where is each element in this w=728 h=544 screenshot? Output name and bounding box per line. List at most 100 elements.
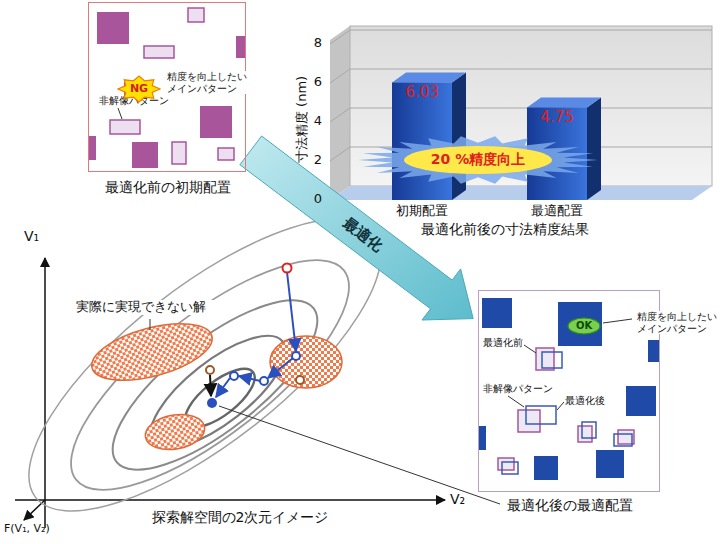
burst-shape	[118, 76, 160, 102]
contour-line	[0, 171, 422, 544]
panel-text: 最適化前の初期配置	[77, 179, 259, 195]
infeasible-point	[206, 366, 214, 374]
main-pattern	[596, 450, 624, 478]
main-pattern	[97, 12, 129, 44]
bar-top	[392, 72, 466, 82]
bar	[392, 82, 452, 200]
panel-text: 最適化後	[565, 395, 615, 407]
ellipse-shape	[568, 318, 600, 334]
grid-line	[330, 147, 350, 161]
main-pattern	[534, 456, 558, 480]
main-pattern	[132, 142, 158, 168]
infeasible-region	[270, 336, 342, 388]
search-point	[260, 377, 268, 385]
search-path	[268, 358, 293, 378]
infeasible-point	[296, 376, 304, 384]
main-pattern	[626, 386, 656, 416]
leader-line	[508, 396, 524, 407]
axis-label: F(V₁, V₂)	[4, 523, 94, 536]
sraf-after	[526, 406, 556, 424]
v2-axis	[15, 499, 445, 501]
panel-text: 精度を向上したい メインパターン	[635, 311, 725, 334]
tick-label: 8	[298, 36, 322, 51]
leader-line	[524, 345, 536, 353]
chart-floor	[330, 186, 712, 200]
bar-side	[587, 97, 601, 200]
category-label: 初期配置	[382, 204, 462, 219]
optimum-point	[207, 398, 217, 408]
chart-side-wall	[330, 26, 350, 200]
ng-burst: NG	[117, 75, 161, 103]
chart-caption: 最適化前後の寸法精度結果	[385, 221, 625, 237]
tick-label: 6	[298, 75, 322, 90]
panel-text: 最適化後の最適配置	[479, 497, 661, 513]
layout-panel: 最適化前精度を向上したい メインパターン非解像パターン最適化後最適化後の最適配置…	[478, 290, 660, 492]
leader-line	[603, 319, 632, 323]
axis-title: 寸法精度 (nm)	[295, 64, 310, 174]
tick-label: 0	[298, 192, 322, 207]
sraf-pattern	[110, 120, 140, 134]
bar-top	[527, 97, 601, 107]
grid-line	[350, 69, 712, 70]
search-point	[292, 352, 300, 360]
axis-label: V₁	[24, 228, 54, 244]
sraf-pattern	[144, 46, 174, 58]
improvement-banner: 20 %精度向上	[403, 151, 553, 167]
search-point	[230, 372, 238, 380]
v1-axis	[44, 258, 46, 528]
main-pattern	[558, 302, 602, 346]
value-label: 6.03	[392, 84, 452, 101]
ok-ellipse: OK	[567, 317, 601, 335]
leader-line	[557, 402, 564, 410]
infeasible-region	[143, 410, 208, 454]
sraf-pattern	[188, 8, 204, 22]
sraf-pattern	[218, 148, 234, 160]
shape-text: OK	[576, 320, 592, 332]
sraf-after	[502, 462, 518, 474]
sraf-before	[498, 458, 514, 470]
region-label: 実際に実現できない解	[74, 300, 232, 315]
shape-text: NG	[130, 83, 148, 96]
grid-line	[330, 30, 350, 44]
plot-caption: 探索解空間の2次元イメージ	[130, 509, 350, 525]
panel-text: 精度を向上したい メインパターン	[165, 71, 253, 94]
burst-banner	[358, 136, 598, 184]
sraf-after	[582, 422, 596, 438]
layout-panel: 精度を向上したい メインパターン非解像パターン最適化前の初期配置NG	[88, 2, 246, 172]
panel-text: 最適化前	[483, 337, 543, 349]
sraf-after	[542, 352, 562, 368]
value-label: 4.75	[527, 109, 587, 126]
leader-line	[219, 406, 500, 504]
grid-line	[350, 30, 712, 31]
sraf-after	[614, 434, 632, 446]
main-pattern	[88, 136, 96, 160]
sraf-before	[578, 426, 592, 442]
leader-line	[150, 319, 151, 330]
correction-arrow	[210, 375, 211, 396]
start-point	[283, 264, 292, 273]
search-path	[239, 376, 260, 381]
main-pattern	[236, 36, 246, 58]
bar-chart	[330, 26, 712, 200]
sraf-before	[518, 410, 540, 432]
leader-line	[118, 108, 122, 119]
search-path	[287, 272, 296, 351]
grid-line	[330, 69, 350, 83]
search-path	[216, 378, 230, 397]
tick-label: 4	[298, 114, 322, 129]
main-pattern	[478, 426, 486, 450]
contour-line	[39, 223, 381, 527]
banner-ellipse	[404, 146, 552, 174]
axis-label: V₂	[450, 491, 480, 507]
infeasible-region	[86, 313, 218, 391]
sraf-pattern	[172, 142, 186, 164]
main-pattern	[200, 106, 232, 138]
tick-label: 2	[298, 153, 322, 168]
category-label: 最適配置	[517, 204, 597, 219]
main-pattern	[482, 298, 512, 328]
main-pattern	[648, 340, 660, 362]
panel-text: 非解像パターン	[483, 383, 559, 395]
grid-line	[330, 108, 350, 122]
